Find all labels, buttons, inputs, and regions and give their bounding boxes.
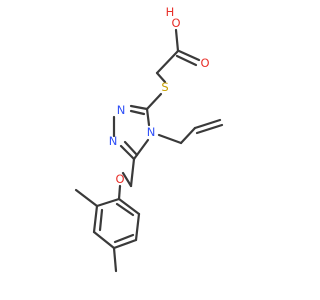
atom-oh-hydrogen: H <box>166 5 175 19</box>
bond-ch2-s <box>155 71 167 84</box>
bond-c3-n2-b <box>129 109 146 116</box>
atom-labels: H O O S N N N O <box>109 5 210 186</box>
bond-s-c3 <box>145 92 163 111</box>
bond-n1-c5-a <box>119 144 136 161</box>
bond-ch-ch2-a <box>193 118 222 130</box>
bond-ar4-ar5-inner <box>113 233 135 244</box>
bond-ar5-ar6 <box>134 212 141 242</box>
molecule-canvas: H O O S N N N O <box>74 5 224 273</box>
atom-n1: N <box>109 134 118 148</box>
bond-ch-ch2-b <box>195 123 224 135</box>
bond-c3-n4 <box>145 107 151 127</box>
atom-n4: N <box>147 125 156 139</box>
bond-ar6-ar1 <box>117 197 141 216</box>
bond-c3-n2-a <box>129 104 149 111</box>
bond-ar4-ar5 <box>112 238 138 250</box>
bond-ar3-ar4 <box>92 230 116 250</box>
bond-o-ar <box>117 184 122 201</box>
bond-ar4-methyl <box>112 246 118 273</box>
bond-n4-ch2 <box>157 133 183 145</box>
bonds <box>74 28 224 273</box>
bond-ch2-ch <box>179 126 197 145</box>
atom-ether-oxygen: O <box>115 172 124 186</box>
bond-ar2-ar3 <box>92 204 99 234</box>
atom-oh-oxygen: O <box>171 16 180 30</box>
molecule-structure: H O O S N N N O <box>74 5 224 273</box>
bond-ar2-methyl <box>74 188 99 208</box>
bond-c-oh <box>174 28 180 53</box>
bond-c5-n4 <box>132 138 150 161</box>
bond-c5-ch2 <box>129 157 136 188</box>
bond-c-o-double-b <box>175 54 198 67</box>
bond-c-ch2 <box>155 49 180 75</box>
bond-ar1-ar2 <box>95 197 121 208</box>
bond-ar6-ar1-inner <box>115 202 135 217</box>
atom-n2: N <box>117 103 126 117</box>
atom-carbonyl-oxygen: O <box>200 56 209 70</box>
bond-ar2-ar3-inner <box>98 208 104 232</box>
bond-c-o-double-a <box>177 49 201 62</box>
atom-sulfur: S <box>161 80 168 94</box>
bond-n1-c5-b <box>123 140 139 157</box>
bond-ch2-o <box>121 171 133 188</box>
